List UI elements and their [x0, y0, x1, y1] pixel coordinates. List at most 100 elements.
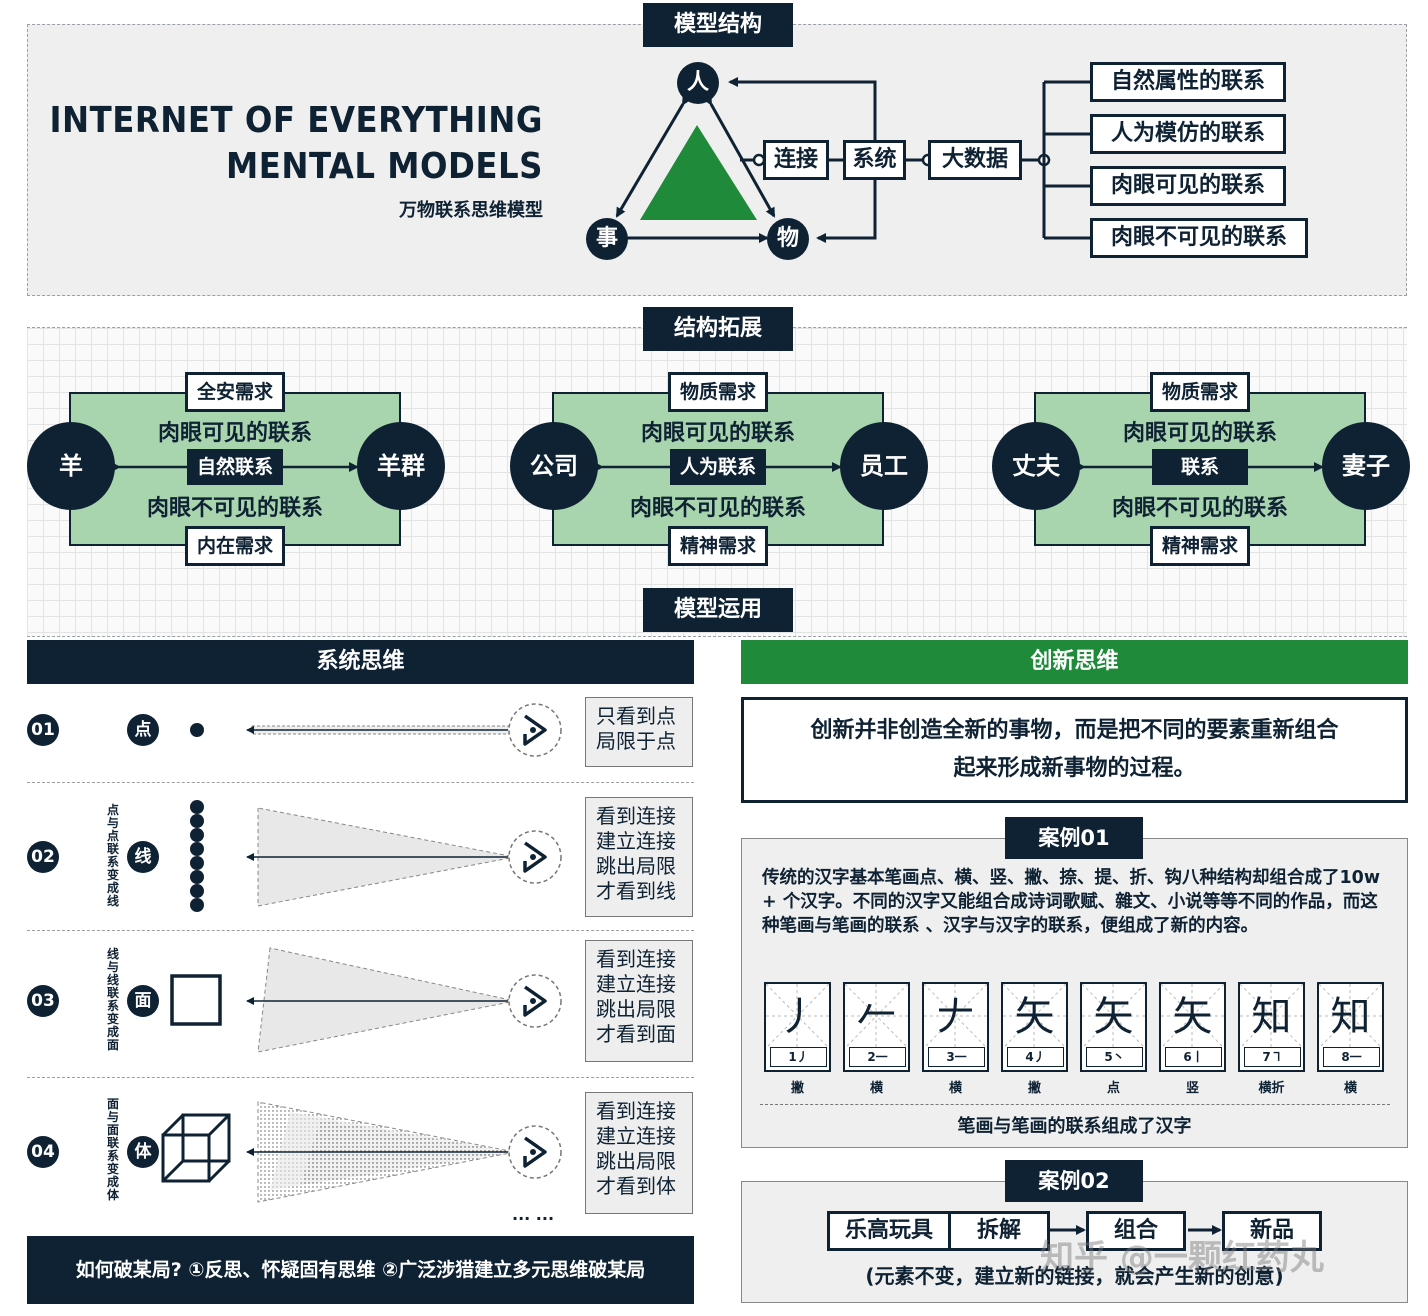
row3-note: 看到连接 建立连接 跳出局限 才看到面 [585, 940, 693, 1062]
statement-line2: 起来形成新事物的过程。 [953, 756, 1196, 781]
case2-tag: 案例02 [1005, 1160, 1143, 1202]
box-bigdata: 大数据 [928, 140, 1022, 180]
expansion-group: 物质需求肉眼可见的联系联系肉眼不可见的联系精神需求丈夫妻子 [992, 370, 1412, 570]
expansion-left-node: 羊 [27, 422, 115, 510]
section-tag-model-structure: 模型结构 [643, 3, 793, 47]
case2-note: (元素不变，建立新的链接，就会产生新的创意) [865, 1264, 1284, 1288]
expansion-left-node: 丈夫 [992, 422, 1080, 510]
box-system: 系统 [843, 140, 906, 180]
stroke-cell-label: 横折 [1258, 1081, 1285, 1096]
system-thinking-header: 系统思维 [27, 640, 694, 684]
expansion-right-node: 员工 [840, 422, 928, 510]
statement-line1: 创新并非创造全新的事物，而是把不同的要素重新组合 [810, 718, 1339, 743]
row3-note-line4: 才看到面 [596, 1022, 676, 1046]
expansion-center: 自然联系 [187, 449, 283, 485]
expansion-visible: 肉眼可见的联系 [157, 421, 312, 446]
cube-shape [161, 1113, 231, 1183]
expansion-top-tag: 全安需求 [185, 372, 285, 412]
expansion-center: 联系 [1152, 449, 1248, 485]
stroke-cell-char: 𠂇 [935, 994, 976, 1040]
stroke-cell-char: 知 [1330, 994, 1371, 1040]
stroke-cell-label: 竖 [1185, 1081, 1199, 1096]
case1-tag: 案例01 [1005, 817, 1143, 859]
row-number-03: 03 [27, 985, 59, 1017]
stroke-cell-number: 8一 [1323, 1047, 1380, 1067]
arrow-system-to-object [816, 180, 877, 243]
stroke-cell-number: 1丿 [770, 1047, 827, 1067]
square-shape [170, 974, 222, 1026]
case1-caption: 笔画与笔画的联系组成了汉字 [957, 1116, 1192, 1137]
eye-icon [507, 973, 563, 1029]
row4-note-line2: 建立连接 [596, 1124, 676, 1148]
title-subtitle: 万物联系思维模型 [399, 200, 543, 221]
relation-invisible: 肉眼不可见的联系 [1090, 218, 1308, 258]
expansion-visible: 肉眼可见的联系 [1122, 421, 1277, 446]
stroke-cell-char: 𠂉 [856, 994, 897, 1040]
row3-side-text: 线与线联系变成面 [106, 947, 119, 1052]
row2-note: 看到连接 建立连接 跳出局限 才看到线 [585, 797, 693, 917]
box-connect: 连接 [763, 140, 829, 180]
node-object: 物 [767, 218, 809, 260]
stroke-cell-label: 横 [948, 1081, 962, 1096]
node-thing: 事 [586, 218, 628, 260]
stroke-cell-char: 丿 [777, 994, 818, 1040]
relation-imitated: 人为模仿的联系 [1090, 114, 1286, 154]
case1-divider [760, 1104, 1390, 1105]
stroke-cell-char: 矢 [1014, 994, 1055, 1040]
relation-visible: 肉眼可见的联系 [1090, 166, 1286, 206]
stroke-cell-label: 撇 [790, 1081, 804, 1096]
stroke-cell-char: 知 [1251, 994, 1292, 1040]
eye-icon [507, 702, 563, 758]
row2-side-text: 点与点联系变成线 [106, 803, 119, 908]
system-footer: 如何破某局? ①反思、怀疑固有思维 ②广泛涉猎建立多元思维破某局 [27, 1236, 694, 1304]
row-divider [27, 1077, 694, 1078]
innovation-statement: 创新并非创造全新的事物，而是把不同的要素重新组合 起来形成新事物的过程。 [741, 697, 1408, 803]
edge-person-thing [615, 94, 692, 218]
shape-label-plane: 面 [127, 985, 159, 1017]
row4-note-line1: 看到连接 [596, 1099, 676, 1123]
row1-note-line1: 只看到点 [596, 704, 676, 728]
row4-note-line3: 跳出局限 [596, 1149, 676, 1173]
relation-natural: 自然属性的联系 [1090, 62, 1286, 102]
expansion-bottom-tag: 内在需求 [185, 526, 285, 566]
shape-label-line: 线 [127, 841, 159, 873]
case2-step-combine: 组合 [1086, 1211, 1186, 1251]
expansion-bottom-tag: 精神需求 [668, 526, 768, 566]
row2-note-line2: 建立连接 [596, 829, 676, 853]
stroke-cell-label: 横 [1343, 1081, 1357, 1096]
row-divider [27, 930, 694, 931]
stroke-cell-number: 7㇕ [1244, 1047, 1301, 1067]
stroke-cell: 矢 4丿 [1001, 982, 1068, 1072]
stroke-cell-label: 点 [1106, 1081, 1120, 1096]
expansion-group: 全安需求肉眼可见的联系自然联系肉眼不可见的联系内在需求羊羊群 [27, 370, 447, 570]
row3-note-line1: 看到连接 [596, 947, 676, 971]
row-number-04: 04 [27, 1136, 59, 1168]
structure-diagram [615, 77, 1090, 243]
stroke-cell-number: 5丶 [1086, 1047, 1143, 1067]
stroke-cell-number: 2一 [849, 1047, 906, 1067]
case1-text: 传统的汉字基本笔画点、横、竖、撇、捺、提、折、钩八种结构却组合成了10w+ 个汉… [762, 868, 1381, 936]
stroke-cell: 丿 1丿 [764, 982, 831, 1072]
expansion-visible: 肉眼可见的联系 [640, 421, 795, 446]
expansion-invisible: 肉眼不可见的联系 [1111, 496, 1288, 521]
system-rows-drawing [161, 702, 563, 1203]
stroke-cell-label: 撇 [1027, 1081, 1041, 1096]
row1-note-line2: 局限于点 [596, 729, 676, 753]
stroke-cell-number: 4丿 [1007, 1047, 1064, 1067]
row-divider [27, 782, 694, 783]
expansion-bottom-tag: 精神需求 [1150, 526, 1250, 566]
expansion-right-node: 妻子 [1322, 422, 1410, 510]
watermark: 知乎 @一颗红药丸 [1040, 1238, 1324, 1278]
shape-label-point: 点 [127, 714, 159, 746]
stroke-cell: 𠂉 2一 [843, 982, 910, 1072]
row1-note: 只看到点 局限于点 [585, 697, 693, 767]
expansion-center: 人为联系 [670, 449, 766, 485]
case2-step-new: 新品 [1222, 1211, 1322, 1251]
row-number-01: 01 [27, 714, 59, 746]
green-triangle [640, 125, 757, 220]
stroke-cell-char: 矢 [1172, 994, 1213, 1040]
row4-side-text: 面与面联系变成体 [106, 1097, 119, 1202]
innovation-thinking-header: 创新思维 [741, 640, 1408, 684]
